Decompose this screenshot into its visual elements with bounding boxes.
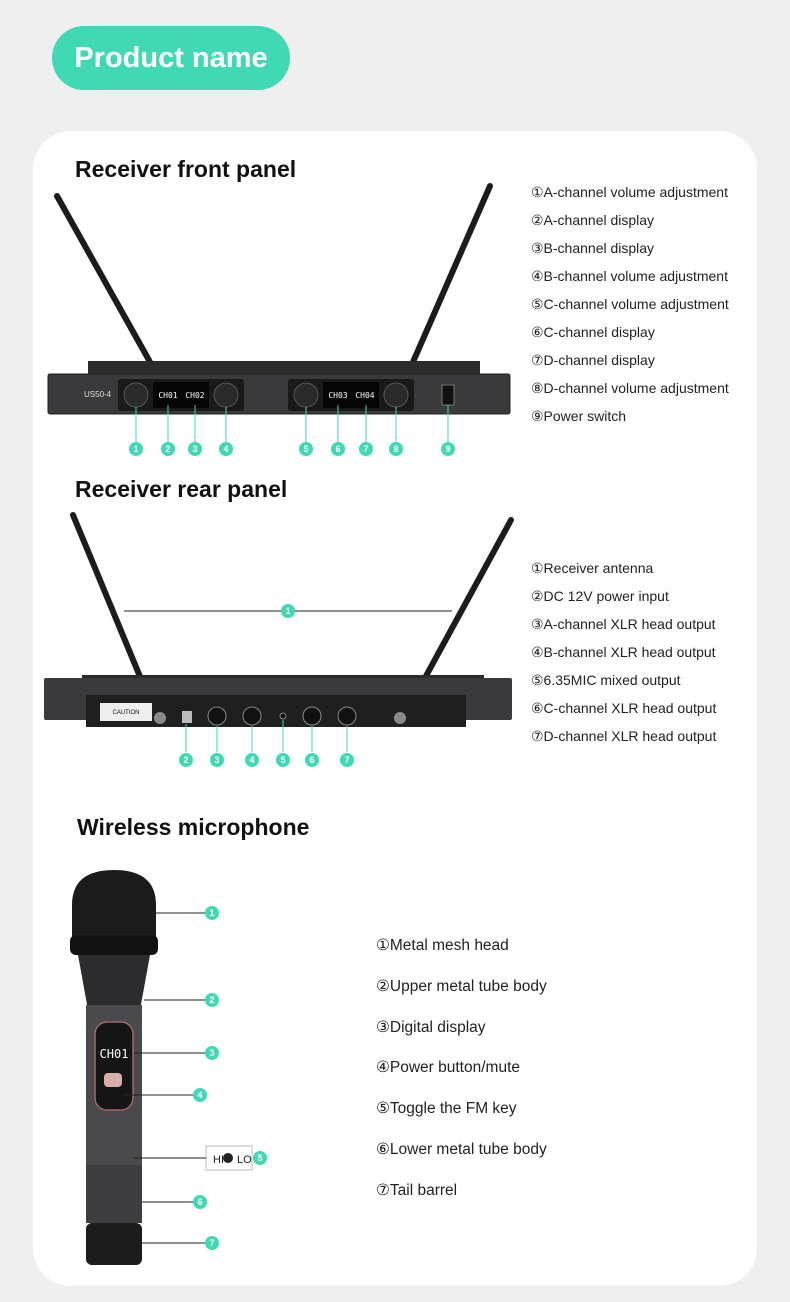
list-item: ⑥Lower metal tube body — [376, 1141, 547, 1158]
display-ch01: CH01 — [158, 391, 177, 400]
svg-text:3: 3 — [214, 755, 219, 765]
list-item: ①A-channel volume adjustment — [531, 184, 728, 200]
svg-text:4: 4 — [223, 444, 228, 454]
model-label: US50-4 — [84, 390, 112, 399]
switch-lo: LO — [237, 1154, 252, 1166]
list-item: ①Metal mesh head — [376, 937, 509, 954]
list-item: ②A-channel display — [531, 212, 655, 228]
microphone-title: Wireless microphone — [77, 814, 310, 840]
svg-text:1: 1 — [285, 606, 290, 616]
list-item: ③B-channel display — [531, 240, 655, 256]
list-item: ⑦D-channel XLR head output — [531, 728, 717, 744]
list-item: ⑥C-channel XLR head output — [531, 700, 717, 716]
svg-text:3: 3 — [192, 444, 197, 454]
svg-text:6: 6 — [197, 1197, 202, 1207]
list-item: ④B-channel XLR head output — [531, 644, 716, 660]
mic-callouts: 1 2 3 4 5 6 7 — [193, 906, 267, 1250]
list-item: ①Receiver antenna — [531, 560, 654, 576]
svg-text:6: 6 — [309, 755, 314, 765]
product-name-badge: Product name — [52, 26, 290, 90]
svg-text:7: 7 — [209, 1238, 214, 1248]
list-item: ②Upper metal tube body — [376, 978, 547, 995]
svg-text:8: 8 — [393, 444, 398, 454]
list-item: ⑤C-channel volume adjustment — [531, 296, 729, 312]
list-item: ⑥C-channel display — [531, 324, 655, 340]
rear-callouts: 1 2 3 4 5 6 7 — [179, 604, 354, 767]
list-item: ⑤Toggle the FM key — [376, 1100, 517, 1117]
list-item: ③Digital display — [376, 1019, 486, 1036]
switch-hi: HI — [213, 1154, 224, 1166]
svg-text:5: 5 — [303, 444, 308, 454]
svg-text:7: 7 — [344, 755, 349, 765]
svg-text:9: 9 — [445, 444, 450, 454]
display-ch04: CH04 — [355, 391, 374, 400]
list-item: ⑤6.35MIC mixed output — [531, 672, 681, 688]
svg-text:2: 2 — [183, 755, 188, 765]
list-item: ③A-channel XLR head output — [531, 616, 716, 632]
list-item: ⑦D-channel display — [531, 352, 655, 368]
svg-text:5: 5 — [280, 755, 285, 765]
display-ch03: CH03 — [328, 391, 347, 400]
caution-label: CAUTION — [113, 710, 140, 716]
rear-panel-title: Receiver rear panel — [75, 476, 288, 502]
front-callouts: 1 2 3 4 5 6 7 8 9 — [129, 442, 455, 456]
svg-text:4: 4 — [197, 1090, 202, 1100]
svg-text:2: 2 — [209, 995, 214, 1005]
mic-display: CH01 — [100, 1047, 129, 1061]
list-item: ⑦Tail barrel — [376, 1182, 458, 1199]
list-item: ②DC 12V power input — [531, 588, 669, 604]
list-item: ④B-channel volume adjustment — [531, 268, 728, 284]
display-ch02: CH02 — [185, 391, 204, 400]
svg-text:3: 3 — [209, 1048, 214, 1058]
list-item: ⑨Power switch — [531, 408, 627, 424]
list-item: ⑧D-channel volume adjustment — [531, 380, 729, 396]
svg-text:7: 7 — [363, 444, 368, 454]
front-panel-title: Receiver front panel — [75, 156, 297, 182]
svg-text:6: 6 — [335, 444, 340, 454]
svg-text:2: 2 — [165, 444, 170, 454]
list-item: ④Power button/mute — [376, 1059, 520, 1076]
svg-text:1: 1 — [209, 908, 214, 918]
svg-text:1: 1 — [133, 444, 138, 454]
svg-text:5: 5 — [257, 1153, 262, 1163]
svg-text:4: 4 — [249, 755, 254, 765]
